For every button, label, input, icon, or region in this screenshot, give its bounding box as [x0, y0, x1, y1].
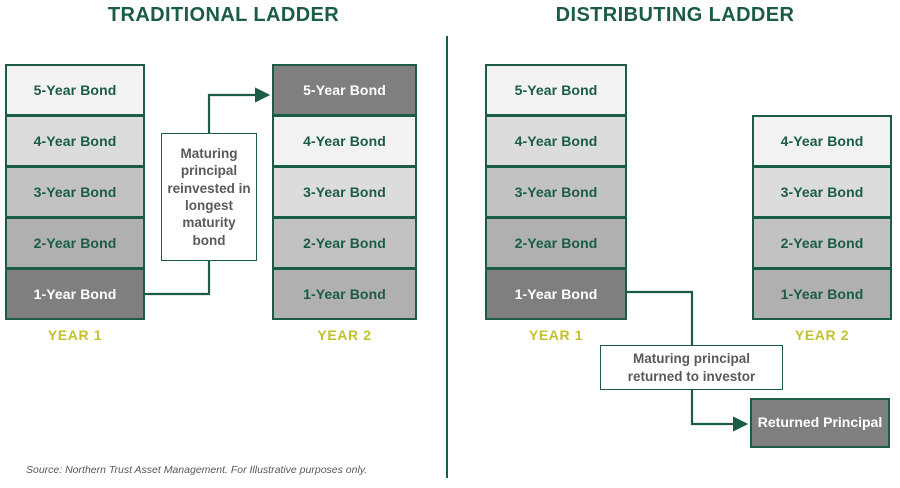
- returned-principal-box[interactable]: Returned Principal: [750, 398, 890, 448]
- distributing-ladder-title: DISTRIBUTING LADDER: [555, 4, 795, 26]
- bond-box[interactable]: 3-Year Bond: [752, 166, 892, 218]
- bond-box[interactable]: 5-Year Bond: [485, 64, 627, 116]
- bond-box[interactable]: 1-Year Bond: [5, 268, 145, 320]
- traditional-ladder-title: TRADITIONAL LADDER: [107, 4, 340, 26]
- bond-box[interactable]: 1-Year Bond: [485, 268, 627, 320]
- bond-box[interactable]: 2-Year Bond: [485, 217, 627, 269]
- bond-box[interactable]: 4-Year Bond: [485, 115, 627, 167]
- panel-divider: [446, 36, 448, 478]
- bond-box[interactable]: 1-Year Bond: [752, 268, 892, 320]
- bond-box[interactable]: 1-Year Bond: [272, 268, 417, 320]
- bond-box[interactable]: 2-Year Bond: [5, 217, 145, 269]
- distribute-outflow-arrow: [690, 390, 749, 432]
- left-year2-label: YEAR 2: [317, 327, 372, 343]
- reinvestment-note: Maturing principal reinvested in longest…: [161, 133, 257, 261]
- bond-box[interactable]: 4-Year Bond: [272, 115, 417, 167]
- left-year1-label: YEAR 1: [47, 327, 103, 343]
- right-year2-label: YEAR 2: [794, 327, 850, 343]
- right-year1-label: YEAR 1: [528, 327, 584, 343]
- bond-box[interactable]: 3-Year Bond: [272, 166, 417, 218]
- reinvest-inflow-line: [145, 261, 211, 296]
- bond-box[interactable]: 3-Year Bond: [5, 166, 145, 218]
- source-note: Source: Northern Trust Asset Management.…: [26, 464, 368, 476]
- bond-box[interactable]: 2-Year Bond: [752, 217, 892, 269]
- bond-box[interactable]: 4-Year Bond: [752, 115, 892, 167]
- bond-box[interactable]: 4-Year Bond: [5, 115, 145, 167]
- bond-box[interactable]: 5-Year Bond: [272, 64, 417, 116]
- bond-box[interactable]: 5-Year Bond: [5, 64, 145, 116]
- distribution-note: Maturing principal returned to investor: [600, 345, 783, 390]
- bond-box[interactable]: 3-Year Bond: [485, 166, 627, 218]
- bond-box[interactable]: 2-Year Bond: [272, 217, 417, 269]
- distribute-inflow-line: [627, 290, 694, 345]
- reinvest-outflow-arrow: [207, 87, 271, 133]
